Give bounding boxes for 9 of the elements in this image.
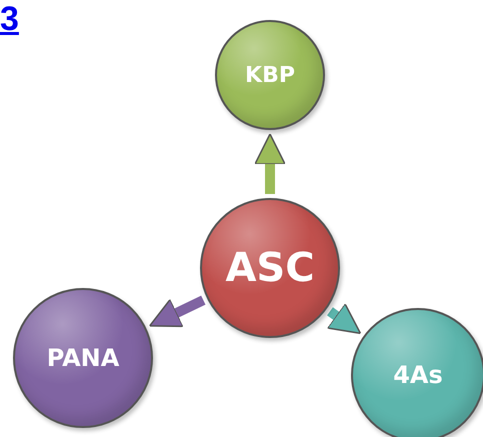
circle-node xyxy=(351,308,483,437)
node-label: PANA xyxy=(46,344,120,372)
block-arrow xyxy=(254,133,286,194)
node-label: ASC xyxy=(225,245,315,291)
node-label: 4As xyxy=(393,361,443,389)
block-arrow xyxy=(326,302,362,334)
slide-number: 3 xyxy=(0,2,19,36)
block-arrow xyxy=(148,296,206,328)
node-label: KBP xyxy=(245,62,295,88)
